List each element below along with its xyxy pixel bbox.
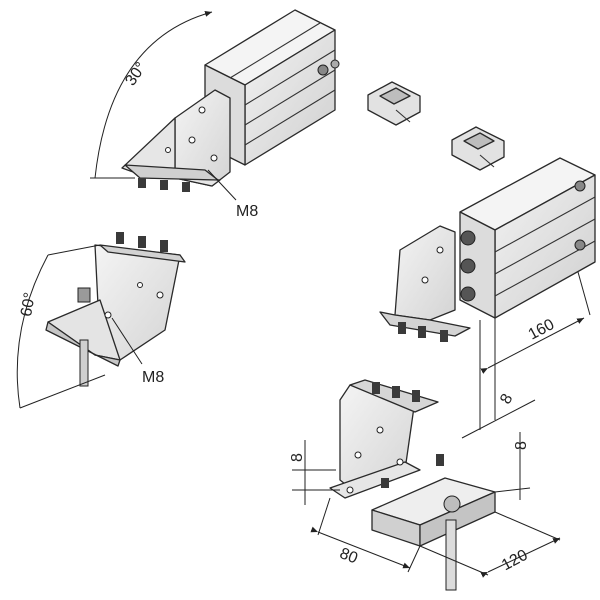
bolt-row-bottom	[372, 382, 420, 402]
assembly-bottom: 8 8 80 120	[289, 379, 561, 591]
ext-line-120-a	[494, 511, 561, 541]
thread-label-left: M8	[142, 369, 164, 386]
leader-m8-top	[207, 169, 237, 201]
dim-label-8-right: 8	[513, 441, 530, 450]
dim-line-80	[310, 526, 411, 569]
angle-top-line-left	[47, 244, 101, 256]
dim-line-160	[480, 317, 585, 374]
leader-m8-left	[111, 317, 143, 365]
dim-line-120	[480, 537, 561, 578]
dim-label-120: 120	[499, 547, 531, 575]
ext-line-160-b	[577, 271, 591, 316]
ext-line-8-right	[494, 487, 531, 493]
dim-line-8-top	[461, 399, 536, 439]
angle-label-60: 60°	[18, 291, 39, 318]
bolt-bottom-single	[381, 478, 389, 488]
aluminium-profile-right	[459, 157, 596, 319]
slot-nut-1	[367, 81, 421, 126]
angle-bracket-left	[45, 232, 186, 387]
bolt-row-right	[398, 322, 448, 342]
angle-label-30: 30°	[122, 59, 150, 89]
dim-label-8-top: 8	[497, 391, 516, 407]
ext-line-80-a	[317, 497, 331, 536]
assembly-60-degree: 60° M8	[16, 232, 186, 409]
angle-base-line-left	[19, 374, 106, 409]
ext-line-120-b	[419, 545, 489, 576]
screw-bottom	[445, 519, 457, 591]
bolt-row-left	[116, 232, 168, 252]
thread-label-top: M8	[236, 203, 258, 220]
bolt-row-top	[138, 178, 190, 192]
assembly-30-degree: 30° M8	[90, 9, 340, 220]
angle-arc-60	[16, 254, 49, 409]
angle-arc-30	[94, 10, 213, 179]
dim-label-80: 80	[337, 545, 360, 567]
angle-bracket-right	[379, 225, 471, 342]
dim-label-8-left: 8	[289, 453, 306, 462]
assembly-right: 160 8	[379, 157, 596, 439]
angle-bracket-bottom	[329, 379, 439, 499]
screw-left	[77, 287, 91, 387]
slot-nut-2	[451, 126, 505, 171]
dim-label-160: 160	[526, 316, 558, 344]
